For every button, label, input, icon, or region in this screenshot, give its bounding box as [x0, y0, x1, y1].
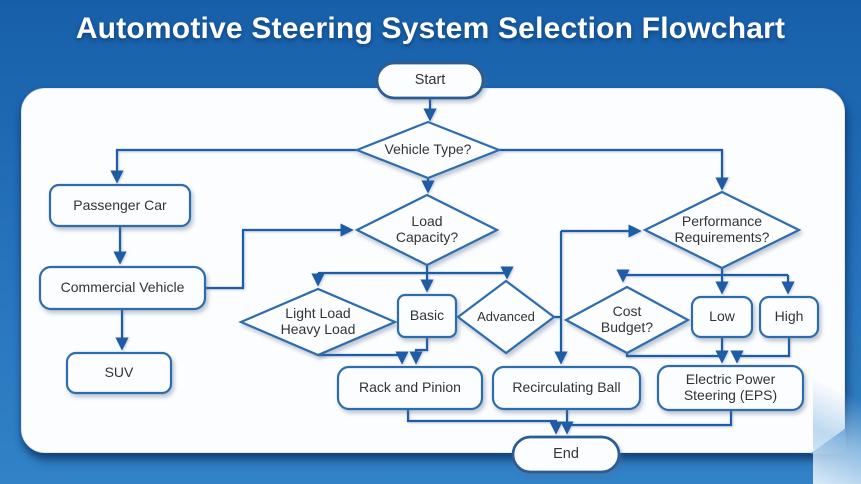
- node-light-heavy-shape: [238, 287, 398, 357]
- edge-cost-budget-eps: [625, 353, 720, 358]
- node-cost-budget-shape: [563, 285, 691, 355]
- node-performance-requirements-shape: [642, 190, 802, 270]
- edge-eps-end: [570, 410, 733, 427]
- edge-commercial-vehicle-load-capacity: [205, 223, 354, 290]
- node-vehicle-type-shape: [354, 120, 502, 180]
- edge-high-eps: [730, 337, 791, 364]
- edge-basic-rack-and-pinion: [409, 337, 429, 365]
- node-end-shape: [511, 435, 621, 474]
- node-advanced-shape: [456, 279, 556, 355]
- corner-glow: [813, 364, 861, 484]
- node-basic-shape: [396, 293, 458, 339]
- node-commercial-vehicle-shape: [38, 265, 207, 311]
- flowchart-edges: [110, 98, 795, 435]
- edge-rack-and-pinion-end: [406, 410, 563, 435]
- node-suv-shape: [65, 351, 173, 395]
- node-start-shape: [375, 61, 485, 100]
- node-eps-shape: [656, 364, 805, 412]
- node-rack-and-pinion-shape: [336, 365, 484, 411]
- flowchart-shapes: [38, 61, 820, 474]
- node-load-capacity-shape: [354, 193, 500, 267]
- node-passenger-car-shape: [48, 183, 192, 228]
- node-high-shape: [758, 295, 820, 339]
- page-title: Automotive Steering System Selection Flo…: [75, 12, 786, 45]
- node-recirculating-ball-shape: [491, 365, 642, 411]
- edge-light-heavy-rack-and-pinion: [318, 351, 409, 365]
- edge-vehicle-type-performance-requirements: [499, 148, 729, 191]
- edge-vehicle-type-passenger-car: [110, 148, 357, 184]
- node-low-shape: [690, 295, 754, 339]
